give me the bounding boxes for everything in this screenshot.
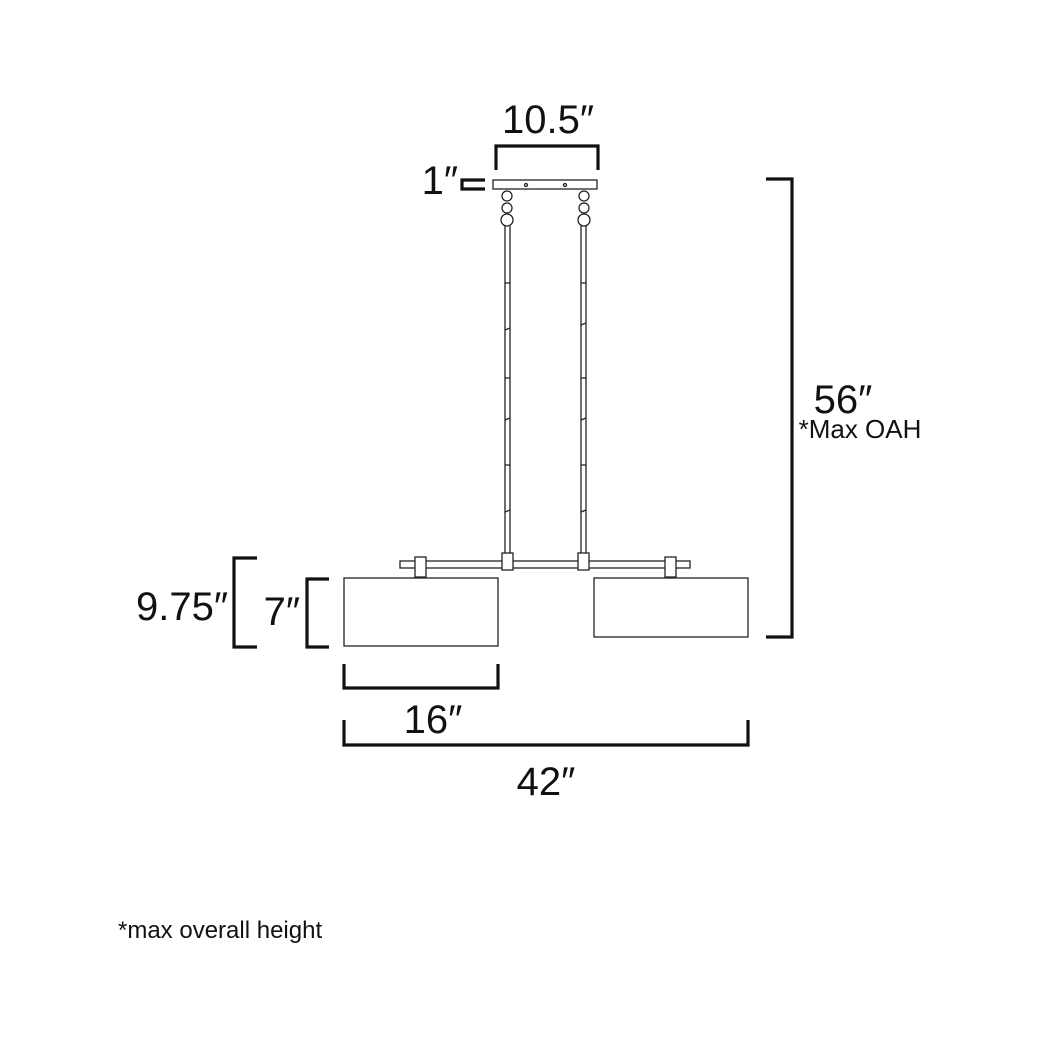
ceiling-canopy [492, 179, 598, 190]
shade-height-bracket [305, 577, 329, 649]
shade-height-label: 7″ [264, 590, 300, 634]
right-shade [593, 577, 749, 638]
pendant-fixture-drawing [343, 179, 749, 647]
total-shade-height-bracket [232, 556, 257, 649]
horizontal-crossbar [399, 552, 691, 578]
overall-height-label: 56″ [814, 378, 873, 422]
overall-width-label: 42″ [517, 760, 576, 804]
right-chain-links [577, 190, 591, 227]
canopy-width-bracket [494, 144, 600, 170]
canopy-height-bracket [460, 178, 485, 191]
footnote-text: *max overall height [118, 917, 322, 944]
left-suspension-rod [504, 226, 511, 555]
shade-width-bracket [342, 664, 500, 690]
right-suspension-rod [580, 226, 587, 555]
total-shade-height-label: 9.75″ [136, 585, 228, 629]
left-chain-links [500, 190, 514, 227]
overall-height-note: *Max OAH [799, 414, 922, 444]
left-shade [343, 577, 499, 647]
shade-width-label: 16″ [404, 698, 463, 742]
overall-height-bracket [766, 177, 794, 639]
canopy-height-label: 1″ [422, 159, 458, 203]
overall-width-bracket [342, 720, 750, 747]
canopy-width-label: 10.5″ [502, 98, 594, 142]
